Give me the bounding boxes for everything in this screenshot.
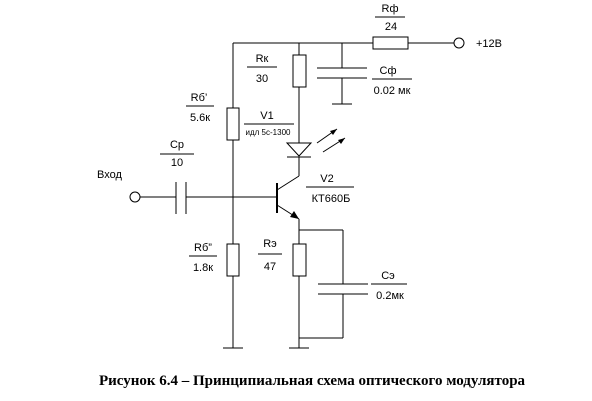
cf-name: Cф — [380, 65, 397, 77]
base-bias-bus — [223, 43, 243, 349]
resistor-re: Rэ 47 — [258, 238, 309, 349]
resistor-rb1: Rб’ 5.6к — [186, 92, 240, 141]
rf-name: Rф — [382, 3, 399, 15]
led-v1: V1 идл 5с-1300 — [244, 110, 346, 170]
re-value: 47 — [264, 261, 276, 273]
capacitor-cf: Cф 0.02 мк — [317, 43, 412, 105]
ce-name: Cэ — [381, 270, 395, 282]
capacitor-cp: Cр 10 — [140, 139, 276, 214]
v1-value: идл 5с-1300 — [246, 128, 291, 137]
ce-value: 0.2мк — [376, 290, 404, 302]
input-terminal: Вход — [97, 169, 141, 203]
resistor-rb2: Rб” 1.8к — [189, 242, 240, 277]
rk-name: Rк — [256, 53, 269, 65]
cp-name: Cр — [170, 139, 184, 151]
transistor-v2: V2 КТ660Б — [276, 170, 354, 244]
supply-label: +12В — [476, 38, 502, 50]
rb2-value: 1.8к — [193, 262, 213, 274]
resistor-rk: Rк 30 — [247, 43, 307, 143]
figure-caption: Рисунок 6.4 – Принципиальная схема оптич… — [98, 373, 526, 389]
re-name: Rэ — [263, 238, 277, 250]
resistor-rf: Rф 24 — [372, 3, 409, 50]
rb1-value: 5.6к — [190, 112, 210, 124]
supply-terminal: +12В — [453, 37, 502, 50]
rb2-name: Rб” — [194, 242, 212, 254]
v2-value: КТ660Б — [312, 193, 351, 205]
rk-value: 30 — [256, 73, 268, 85]
capacitor-ce: Cэ 0.2мк — [299, 229, 407, 339]
rb1-name: Rб’ — [191, 92, 208, 104]
cp-value: 10 — [171, 157, 183, 169]
v1-name: V1 — [260, 110, 273, 122]
cf-value: 0.02 мк — [374, 85, 411, 97]
input-label: Вход — [97, 169, 122, 181]
rf-value: 24 — [385, 21, 397, 33]
v2-name: V2 — [320, 173, 333, 185]
